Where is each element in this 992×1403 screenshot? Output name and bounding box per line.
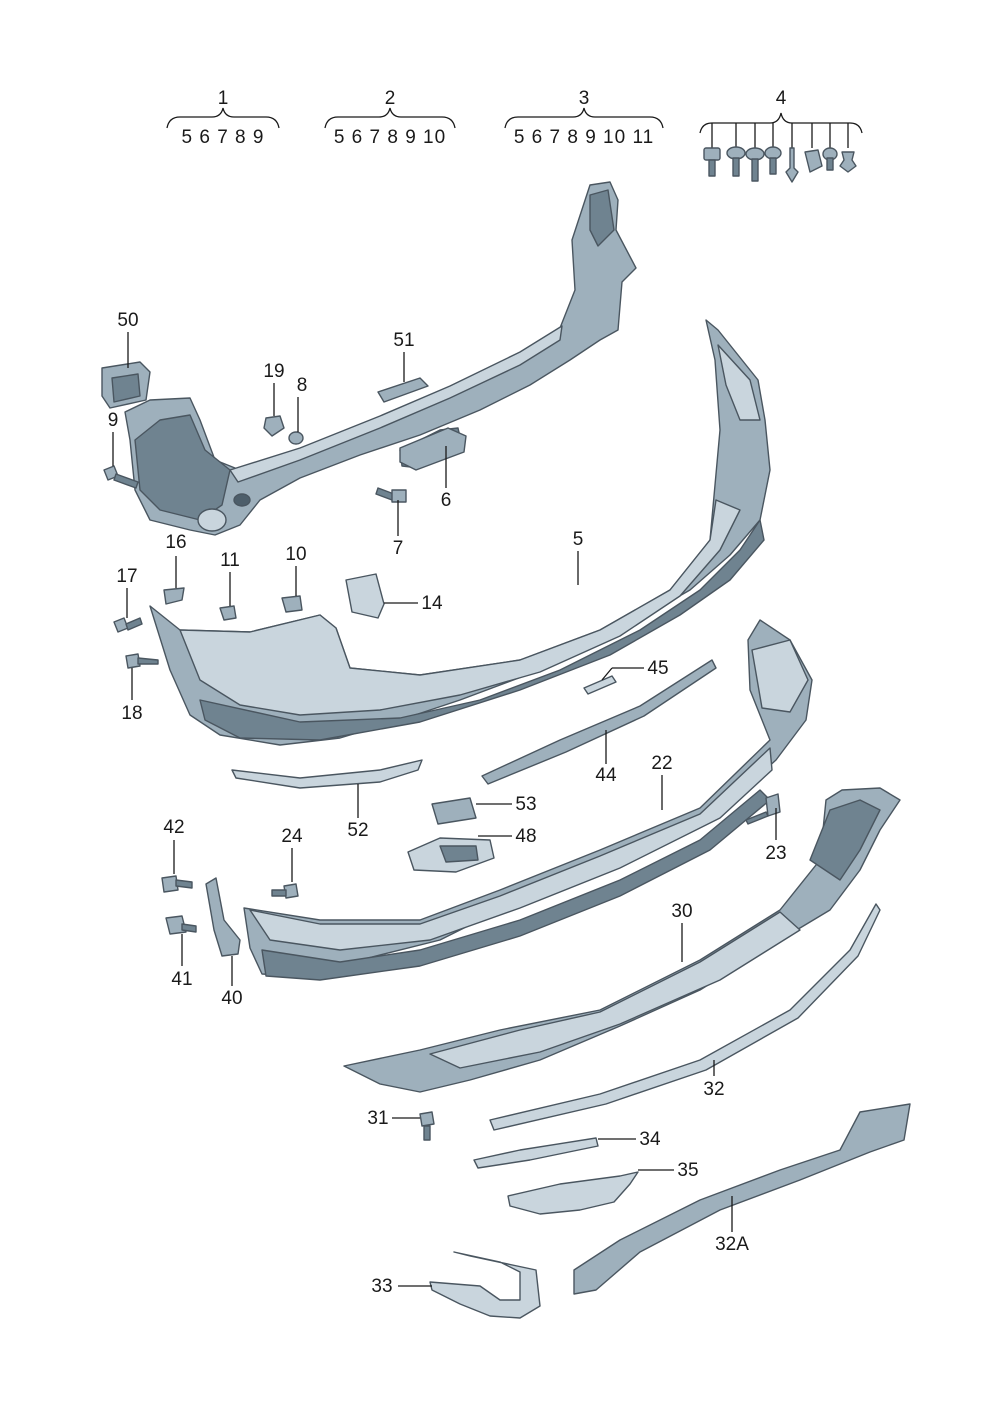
group-1-items: 5 6 7 8 9 <box>182 127 265 148</box>
bumper-carrier <box>124 181 637 536</box>
callout-10: 10 <box>285 544 306 565</box>
screw-42 <box>161 875 193 893</box>
module-6 <box>399 427 467 471</box>
callout-14: 14 <box>421 593 443 614</box>
callout-6: 6 <box>441 490 452 511</box>
trim-strip-32A <box>573 1103 911 1295</box>
callout-32A: 32A <box>715 1234 749 1255</box>
bracket-40 <box>205 877 241 957</box>
callout-45: 45 <box>647 658 668 679</box>
callout-19: 19 <box>263 361 284 382</box>
callout-50: 50 <box>117 310 138 331</box>
screw-17 <box>113 617 143 633</box>
screw-9 <box>103 465 139 489</box>
callout-44: 44 <box>595 765 617 786</box>
group-2-label: 2 <box>385 88 396 109</box>
trim-strip-44 <box>481 659 717 785</box>
callout-23: 23 <box>765 843 786 864</box>
group-3-items: 5 6 7 8 9 10 11 <box>514 127 654 148</box>
trim-ring-35 <box>507 1171 639 1215</box>
screw-24 <box>271 883 299 899</box>
callout-52: 52 <box>347 820 368 841</box>
group-2: 2 5 6 7 8 9 10 <box>324 88 456 148</box>
callout-9: 9 <box>108 410 119 431</box>
callouts: 50 51 19 8 9 6 7 16 5 17 11 10 14 18 45 … <box>108 310 787 1297</box>
callout-32: 32 <box>703 1079 724 1100</box>
group-4-label: 4 <box>776 88 787 109</box>
nut-19 <box>263 415 285 437</box>
bumper-cover-5 <box>149 319 771 746</box>
cap-14 <box>345 573 385 619</box>
callout-33: 33 <box>371 1276 392 1297</box>
lower-panel-22 <box>243 619 813 981</box>
callout-16: 16 <box>165 532 186 553</box>
bolt-7 <box>375 487 407 503</box>
nut-41 <box>165 915 197 935</box>
callout-22: 22 <box>651 753 672 774</box>
callout-51: 51 <box>393 330 414 351</box>
callout-48: 48 <box>515 826 536 847</box>
callout-34: 34 <box>639 1129 661 1150</box>
nut-10 <box>281 595 303 613</box>
callout-41: 41 <box>171 969 192 990</box>
callout-53: 53 <box>515 794 536 815</box>
trim-strip-32 <box>489 903 881 1131</box>
screw-31 <box>419 1111 435 1141</box>
nut-11 <box>219 605 237 621</box>
clip-16 <box>163 587 185 605</box>
connector-53 <box>431 797 477 825</box>
callout-17: 17 <box>116 566 137 587</box>
bracket-50 <box>101 361 151 409</box>
group-1-label: 1 <box>218 88 229 109</box>
callout-35: 35 <box>677 1160 698 1181</box>
callout-8: 8 <box>297 375 308 396</box>
callout-11: 11 <box>220 550 240 571</box>
callout-18: 18 <box>121 703 142 724</box>
callout-5: 5 <box>573 529 584 550</box>
callout-31: 31 <box>367 1108 388 1129</box>
group-4: 4 <box>699 88 863 183</box>
trim-34 <box>473 1137 599 1169</box>
reflector-45 <box>583 675 617 695</box>
callout-7: 7 <box>393 538 404 559</box>
callout-42: 42 <box>163 817 184 838</box>
callout-24: 24 <box>281 826 303 847</box>
group-2-items: 5 6 7 8 9 10 <box>334 127 446 148</box>
group-3: 3 5 6 7 8 9 10 11 <box>504 88 664 148</box>
diffuser-30 <box>343 787 901 1093</box>
screw-18 <box>125 653 159 669</box>
callout-40: 40 <box>221 988 242 1009</box>
fastener-set-icon <box>703 146 857 183</box>
trim-strip-52 <box>231 759 423 789</box>
tailpipe-surround-33 <box>429 1251 541 1319</box>
holder-48 <box>407 837 495 873</box>
group-1: 1 5 6 7 8 9 <box>166 88 280 148</box>
sensor-51 <box>377 377 429 403</box>
callout-30: 30 <box>671 901 692 922</box>
washer-8 <box>288 431 304 445</box>
group-3-label: 3 <box>579 88 590 109</box>
